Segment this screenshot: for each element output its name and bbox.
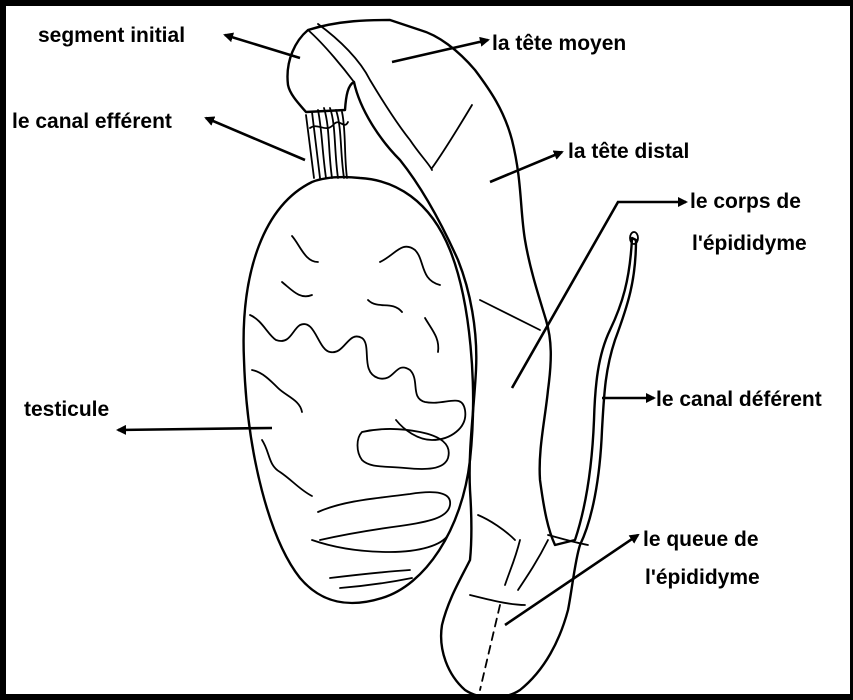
label-testicule: testicule: [24, 398, 109, 421]
label-segment-initial: segment initial: [38, 24, 185, 47]
head-segments: [308, 30, 354, 82]
label-corps-line1: le corps de: [690, 190, 801, 213]
efferent-ducts: [306, 108, 348, 178]
label-canal-efferent: le canal efférent: [12, 110, 172, 133]
label-queue-line1: le queue de: [643, 528, 759, 551]
label-corps-line2: l'épididyme: [692, 232, 807, 255]
label-queue-line2: l'épididyme: [645, 566, 760, 589]
label-tete-distal: la tête distal: [568, 140, 689, 163]
testicle-outline: [244, 177, 473, 603]
label-canal-deferent: le canal déférent: [656, 388, 822, 411]
testicle-lobules: [250, 236, 465, 588]
label-tete-moyen: la tête moyen: [492, 32, 626, 55]
label-arrows: [118, 35, 686, 625]
